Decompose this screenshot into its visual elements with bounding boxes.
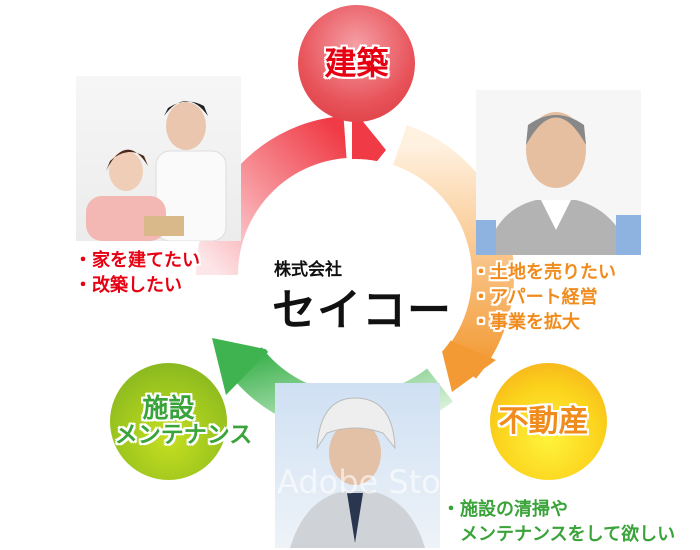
arrowhead-green xyxy=(212,338,270,395)
need-item: アパート経営 xyxy=(472,285,616,310)
maintenance-label-line2: メンテナンス xyxy=(114,422,253,449)
arrowhead-orange xyxy=(438,335,496,392)
need-item: 施設の清掃や xyxy=(442,497,675,522)
construction-label: 建築 xyxy=(324,43,389,82)
maintenance-needs: 施設の清掃や メンテナンスをして欲しい xyxy=(442,497,675,547)
watermark: Adobe Sto xyxy=(277,463,440,501)
construction-needs: 家を建てたい 改築したい xyxy=(74,248,200,298)
real-estate-label: 不動産 xyxy=(498,403,589,439)
real-estate-needs: 土地を売りたい アパート経営 事業を拡大 xyxy=(472,260,616,335)
need-item: 家を建てたい xyxy=(74,248,200,273)
couple-photo xyxy=(76,76,241,241)
maintenance-badge: 施設 メンテナンス xyxy=(110,363,252,480)
senior-man-photo xyxy=(476,90,641,255)
worker-photo: Adobe Sto xyxy=(275,383,440,548)
need-item: メンテナンスをして欲しい xyxy=(460,524,676,545)
maintenance-label-line1: 施設 xyxy=(142,393,195,424)
arrow-to-construction xyxy=(195,116,348,276)
company-name: セイコー xyxy=(272,285,452,336)
need-item: 改築したい xyxy=(74,273,200,298)
construction-badge: 建築 xyxy=(298,5,415,122)
company-prefix: 株式会社 xyxy=(274,260,342,280)
need-item: 事業を拡大 xyxy=(472,310,616,335)
real-estate-badge: 不動産 xyxy=(490,363,607,480)
need-item: 土地を売りたい xyxy=(472,260,616,285)
